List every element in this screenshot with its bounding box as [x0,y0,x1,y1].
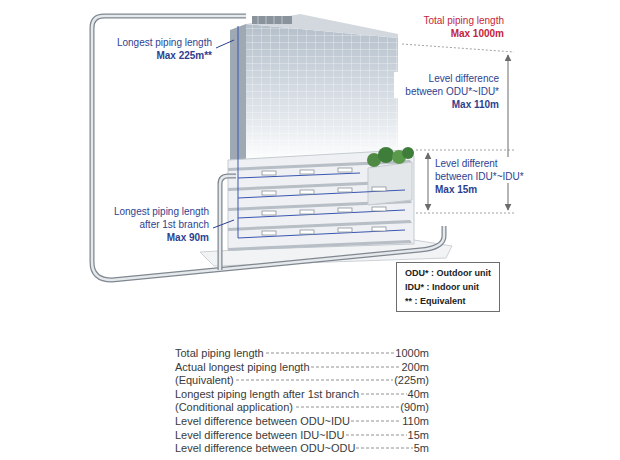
trees [367,147,414,167]
legend-entry: IDU* : Indoor unit [405,280,491,294]
table-value: (90m) [399,400,430,414]
callout-value: Max 90m [166,231,210,244]
table-value: 40m [407,387,430,401]
table-value: 15m [407,428,430,442]
legend-box: ODU* : Outdoor unitIDU* : Indoor unit** … [396,262,500,312]
table-value: (225m) [393,373,430,387]
pipe-route [92,16,444,280]
callout-value: Max 15m [434,183,478,196]
legend-entry: ODU* : Outdoor unit [405,266,491,280]
legend-entry: ** : Equivalent [405,294,491,308]
table-label: Level difference between ODU~IDU [174,414,351,428]
outdoor-units [252,16,292,24]
table-label: Longest piping length after 1st branch [174,387,360,401]
callout-value: Max 1000m [450,27,505,40]
callout-title: Longest piping length after 1st branch [96,205,210,231]
table-value: 200m [400,360,430,374]
table-label: (Conditional application) [174,400,294,414]
tower-front [246,24,398,162]
podium [228,150,414,250]
table-label: Level difference between ODU~ODU [174,441,356,455]
table-label: Total piping length [174,346,265,360]
callout-title: Level different between IDU*~IDU* [434,157,536,183]
refrigerant-piping [238,26,405,238]
callout-title: Level difference between ODU*~IDU* [394,72,500,98]
table-value: 5m [413,441,430,455]
table-value: 110m [401,414,430,428]
level-guides [402,44,514,213]
table-value: 1000m [394,346,430,360]
callout-value: Max 225m** [155,49,213,62]
indoor-units [262,168,386,235]
table-label: (Equivalent) [174,373,235,387]
table-label: Level difference between IDU~IDU [174,428,345,442]
tower-glass [246,24,398,162]
floor-slabs [228,160,412,251]
callout-title: Total piping length [422,14,505,27]
callout-title: Longest piping length [116,36,213,49]
callout-value: Max 110m [451,98,500,111]
side-block [368,162,412,205]
table-label: Actual longest piping length [174,360,311,374]
leader-lines [213,40,234,228]
tower-roof [230,14,398,38]
